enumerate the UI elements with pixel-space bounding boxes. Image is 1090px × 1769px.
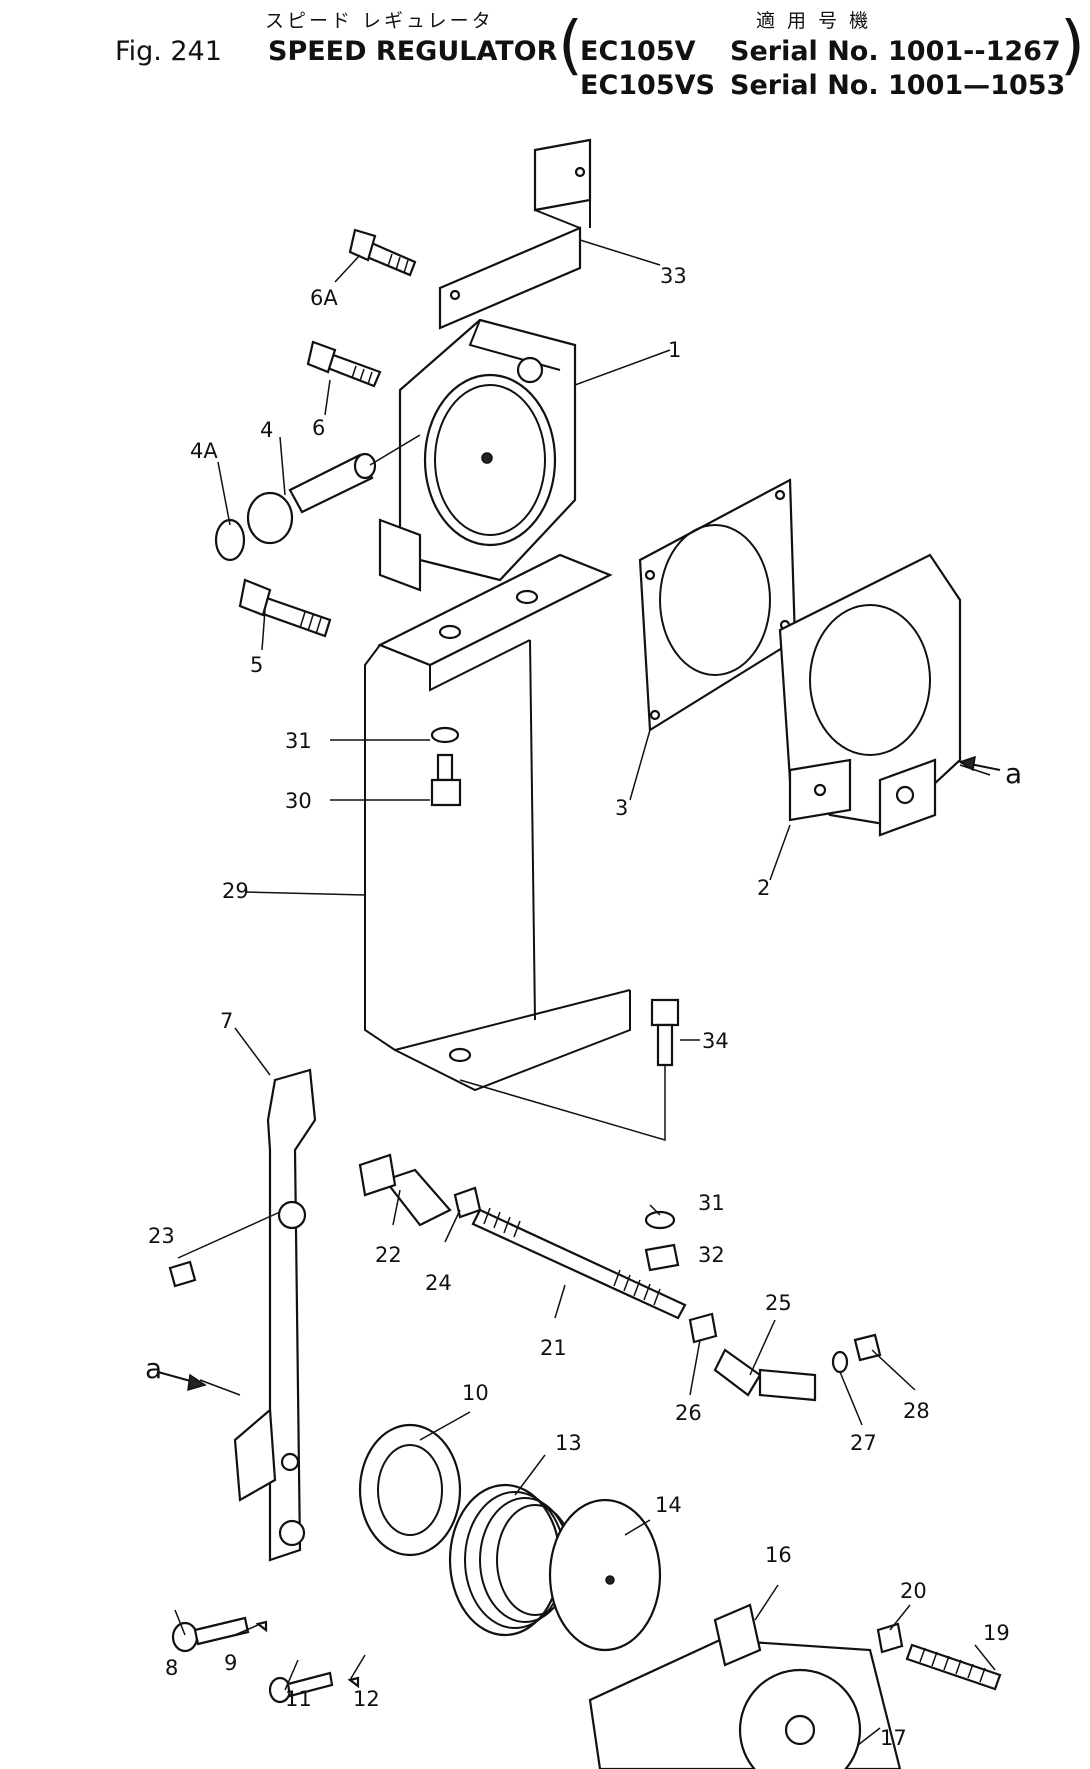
diagram-title: SPEED REGULATOR <box>268 36 558 67</box>
bracket-left: ( <box>558 9 583 83</box>
part-13-spring <box>448 1483 574 1637</box>
part-31-washer-upper <box>430 726 460 744</box>
callout-26: 26 <box>675 1401 702 1425</box>
applicable-models-japanese: 適 用 号 機 <box>756 10 872 32</box>
callout-7: 7 <box>220 1009 233 1033</box>
model-1-serial: Serial No. 1001--1267 <box>730 36 1061 67</box>
callout-21: 21 <box>540 1336 567 1360</box>
figure-number: Fig. 241 <box>115 36 222 67</box>
callout-5: 5 <box>250 653 263 677</box>
part-4a-cap <box>214 518 246 562</box>
callout-4a: 4A <box>190 439 218 463</box>
callout-14: 14 <box>655 1493 682 1517</box>
callout-10: 10 <box>462 1381 489 1405</box>
callout-3: 3 <box>615 796 628 820</box>
part-14-disc <box>548 1498 662 1652</box>
part-12-cotter <box>347 1676 360 1689</box>
callout-25: 25 <box>765 1291 792 1315</box>
view-marker-a-left: a <box>145 1352 162 1385</box>
view-arrow-a-left <box>157 1371 207 1392</box>
part-1-housing <box>378 318 577 592</box>
view-marker-a-right: a <box>1005 757 1022 790</box>
callout-6: 6 <box>312 416 325 440</box>
part-10-spring-seat <box>358 1423 462 1557</box>
part-33-bracket <box>438 138 592 330</box>
callout-31-lower: 31 <box>698 1191 725 1215</box>
callout-22: 22 <box>375 1243 402 1267</box>
part-34-bolt <box>650 998 680 1067</box>
bracket-right: ) <box>1060 9 1085 83</box>
model-2-serial: Serial No. 1001—1053 <box>730 70 1066 101</box>
part-29-bracket <box>364 553 631 1092</box>
callout-8: 8 <box>165 1656 178 1680</box>
title-japanese: スピード レギュレータ <box>265 10 494 32</box>
callout-29: 29 <box>222 879 249 903</box>
part-11-pin <box>268 1671 334 1704</box>
callout-13: 13 <box>555 1431 582 1455</box>
callout-19: 19 <box>983 1621 1010 1645</box>
part-6-bolt <box>306 340 382 388</box>
part-19-screw <box>905 1643 1002 1691</box>
part-23-nut <box>168 1260 197 1288</box>
view-arrow-a-right <box>958 755 1001 772</box>
callout-12: 12 <box>353 1687 380 1711</box>
callout-20: 20 <box>900 1579 927 1603</box>
callout-11: 11 <box>285 1687 312 1711</box>
part-22-rod-end <box>358 1153 452 1227</box>
callout-24: 24 <box>425 1271 452 1295</box>
leader-lines <box>174 239 996 1746</box>
callout-9: 9 <box>224 1651 237 1675</box>
part-30-screw <box>430 753 462 807</box>
page-header: スピード レギュレータ 適 用 号 機 Fig. 241 SPEED REGUL… <box>0 0 1090 110</box>
part-9-cotter <box>255 1620 268 1633</box>
callout-32: 32 <box>698 1243 725 1267</box>
callout-4: 4 <box>260 418 273 442</box>
part-27-washer <box>831 1350 849 1374</box>
part-6a-bolt <box>348 228 417 277</box>
part-5-bolt <box>238 578 332 638</box>
callout-27: 27 <box>850 1431 877 1455</box>
part-26-nut <box>688 1312 718 1344</box>
callout-28: 28 <box>903 1399 930 1423</box>
callout-2: 2 <box>757 876 770 900</box>
callout-30: 30 <box>285 789 312 813</box>
part-21-rod <box>471 1207 687 1320</box>
part-4-pin <box>246 452 377 545</box>
part-32-nut <box>644 1243 680 1272</box>
part-16-17-body <box>588 1603 902 1769</box>
part-25-rod-end <box>713 1348 817 1402</box>
callout-6a: 6A <box>310 286 338 310</box>
part-28-nut <box>853 1333 882 1362</box>
callout-33: 33 <box>660 264 687 288</box>
callout-34: 34 <box>702 1029 729 1053</box>
part-7-lever <box>233 1068 317 1562</box>
part-3-gasket <box>638 478 797 732</box>
model-1: EC105V <box>580 36 696 67</box>
part-8-pin <box>171 1616 250 1653</box>
callout-17: 17 <box>880 1726 907 1750</box>
part-20-nut <box>876 1622 904 1654</box>
part-2-cover <box>778 553 962 837</box>
callout-1: 1 <box>668 338 681 362</box>
model-2: EC105VS <box>580 70 715 101</box>
part-31-washer-lower <box>644 1210 676 1230</box>
callout-16: 16 <box>765 1543 792 1567</box>
callout-31-upper: 31 <box>285 729 312 753</box>
callout-23: 23 <box>148 1224 175 1248</box>
